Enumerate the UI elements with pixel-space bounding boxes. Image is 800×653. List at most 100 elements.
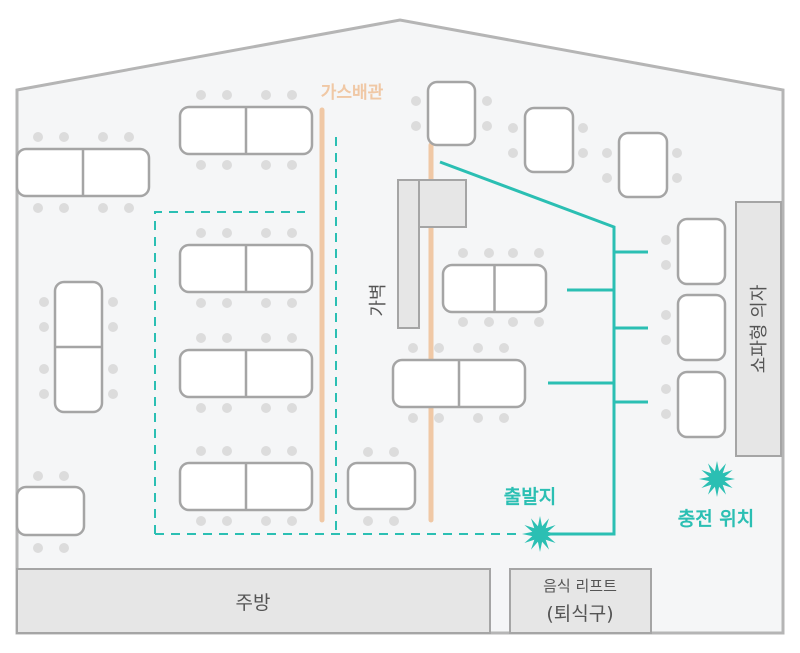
chair [261, 160, 271, 170]
gas-pipe-label: 가스배관 [321, 83, 384, 103]
table [523, 106, 575, 174]
table [346, 461, 417, 511]
chair [222, 403, 232, 413]
chair [261, 298, 271, 308]
chair [499, 343, 509, 353]
food-lift-block [509, 568, 652, 634]
chair [508, 317, 518, 327]
chair [222, 516, 232, 526]
start-point-marker [522, 516, 558, 552]
chair [59, 471, 69, 481]
chair [434, 343, 444, 353]
chair [196, 298, 206, 308]
food-lift-label-line1: 음식 리프트 [543, 577, 617, 595]
chair [534, 248, 544, 258]
chair [33, 543, 43, 553]
chair [261, 446, 271, 456]
chair [434, 413, 444, 423]
chair [482, 96, 492, 106]
chair [389, 516, 399, 526]
chair [661, 310, 671, 320]
chair [411, 121, 421, 131]
chair [124, 203, 134, 213]
food-lift-label-line2: (퇴식구) [546, 603, 613, 625]
chair [124, 132, 134, 142]
chair [508, 123, 518, 133]
chair [389, 447, 399, 457]
chair [578, 148, 588, 158]
chair [59, 203, 69, 213]
chair [39, 297, 49, 307]
chair [661, 260, 671, 270]
chair [602, 148, 612, 158]
chair [196, 403, 206, 413]
chair [39, 322, 49, 332]
chair [287, 90, 297, 100]
chair [98, 203, 108, 213]
chair [661, 409, 671, 419]
chair [287, 333, 297, 343]
sofa-label: 쇼파형 의자 [749, 284, 770, 373]
kitchen-label: 주방 [236, 592, 271, 614]
chair [508, 248, 518, 258]
chair [661, 235, 671, 245]
chair [222, 446, 232, 456]
chair [108, 297, 118, 307]
chair [672, 173, 682, 183]
chair [108, 364, 118, 374]
chair [508, 148, 518, 158]
chair [661, 335, 671, 345]
start-point-label: 출발지 [504, 486, 556, 508]
dashed-zone [154, 137, 520, 535]
partition-block [418, 179, 467, 228]
chair [196, 516, 206, 526]
kitchen-block [16, 568, 491, 634]
chair [411, 96, 421, 106]
chair [222, 160, 232, 170]
chair [287, 403, 297, 413]
chair [473, 343, 483, 353]
chair [196, 90, 206, 100]
chair [222, 228, 232, 238]
chair [499, 413, 509, 423]
table [426, 80, 477, 147]
chair [108, 322, 118, 332]
chair [534, 317, 544, 327]
chair [196, 446, 206, 456]
table [617, 131, 669, 199]
chair [196, 228, 206, 238]
chair [287, 160, 297, 170]
table [676, 370, 727, 439]
tables [15, 80, 727, 553]
chair [222, 90, 232, 100]
chair [108, 389, 118, 399]
chair [363, 516, 373, 526]
chair [261, 228, 271, 238]
chair [39, 364, 49, 374]
sofa-bench [735, 201, 782, 457]
chair [602, 173, 612, 183]
chair [484, 317, 494, 327]
chair [287, 298, 297, 308]
partition-label: 가벽 [368, 283, 389, 316]
chair [261, 333, 271, 343]
chair [98, 132, 108, 142]
chair [222, 298, 232, 308]
chair [287, 516, 297, 526]
chair [578, 123, 588, 133]
chair [458, 248, 468, 258]
chair [222, 333, 232, 343]
chair [33, 203, 43, 213]
chair [39, 389, 49, 399]
chair [261, 90, 271, 100]
chair [484, 248, 494, 258]
route-lines [439, 160, 648, 536]
chair [363, 447, 373, 457]
chair [672, 148, 682, 158]
chair [33, 471, 43, 481]
chair [408, 413, 418, 423]
chair [59, 543, 69, 553]
partition-wall [397, 179, 420, 329]
chair [408, 343, 418, 353]
charge-position-label: 충전 위치 [678, 508, 755, 530]
